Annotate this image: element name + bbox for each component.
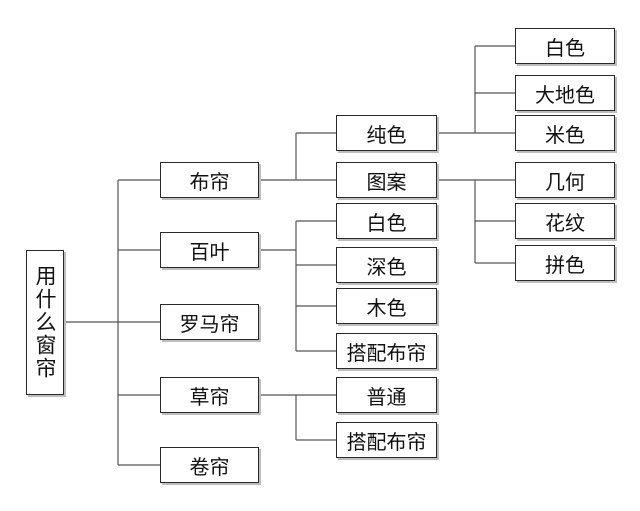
node-caolian-dapei: 搭配布帘 [336,422,437,458]
node-chunse-dadise: 大地色 [515,75,615,111]
node-tuan-pinse: 拼色 [515,245,615,281]
node-caolian: 草帘 [160,377,259,413]
node-luoma: 罗马帘 [160,304,259,340]
node-tuan-huawen: 花纹 [515,203,615,239]
node-chunse-mise: 米色 [515,115,615,151]
node-tuan-jihe: 几何 [515,162,615,198]
node-tuan: 图案 [336,162,437,198]
node-baiye: 百叶 [160,232,259,268]
node-chunse: 纯色 [336,115,437,151]
node-bulian: 布帘 [160,162,259,198]
root-node: 用什么窗帘 [26,250,64,395]
node-chunse-baise: 白色 [515,28,615,64]
node-juanlian: 卷帘 [160,447,259,483]
node-baiye-dapei: 搭配布帘 [336,333,437,369]
node-baiye-muse: 木色 [336,288,437,324]
node-baiye-shense: 深色 [336,247,437,283]
node-baiye-baise: 白色 [336,203,437,239]
node-caolian-putong: 普通 [336,377,437,413]
